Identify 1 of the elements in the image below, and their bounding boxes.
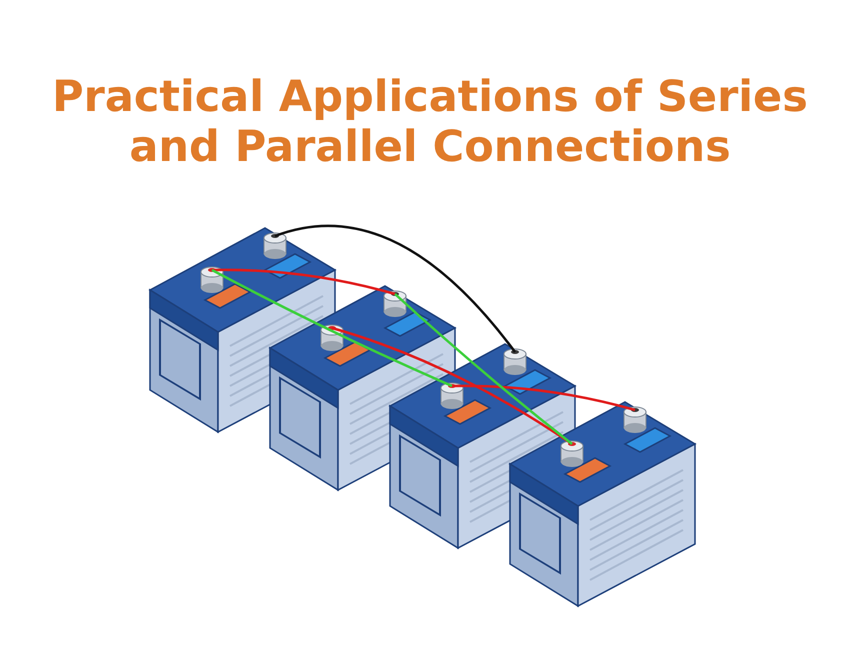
title: Practical Applications of Series and Parallel Connections [51, 72, 809, 172]
